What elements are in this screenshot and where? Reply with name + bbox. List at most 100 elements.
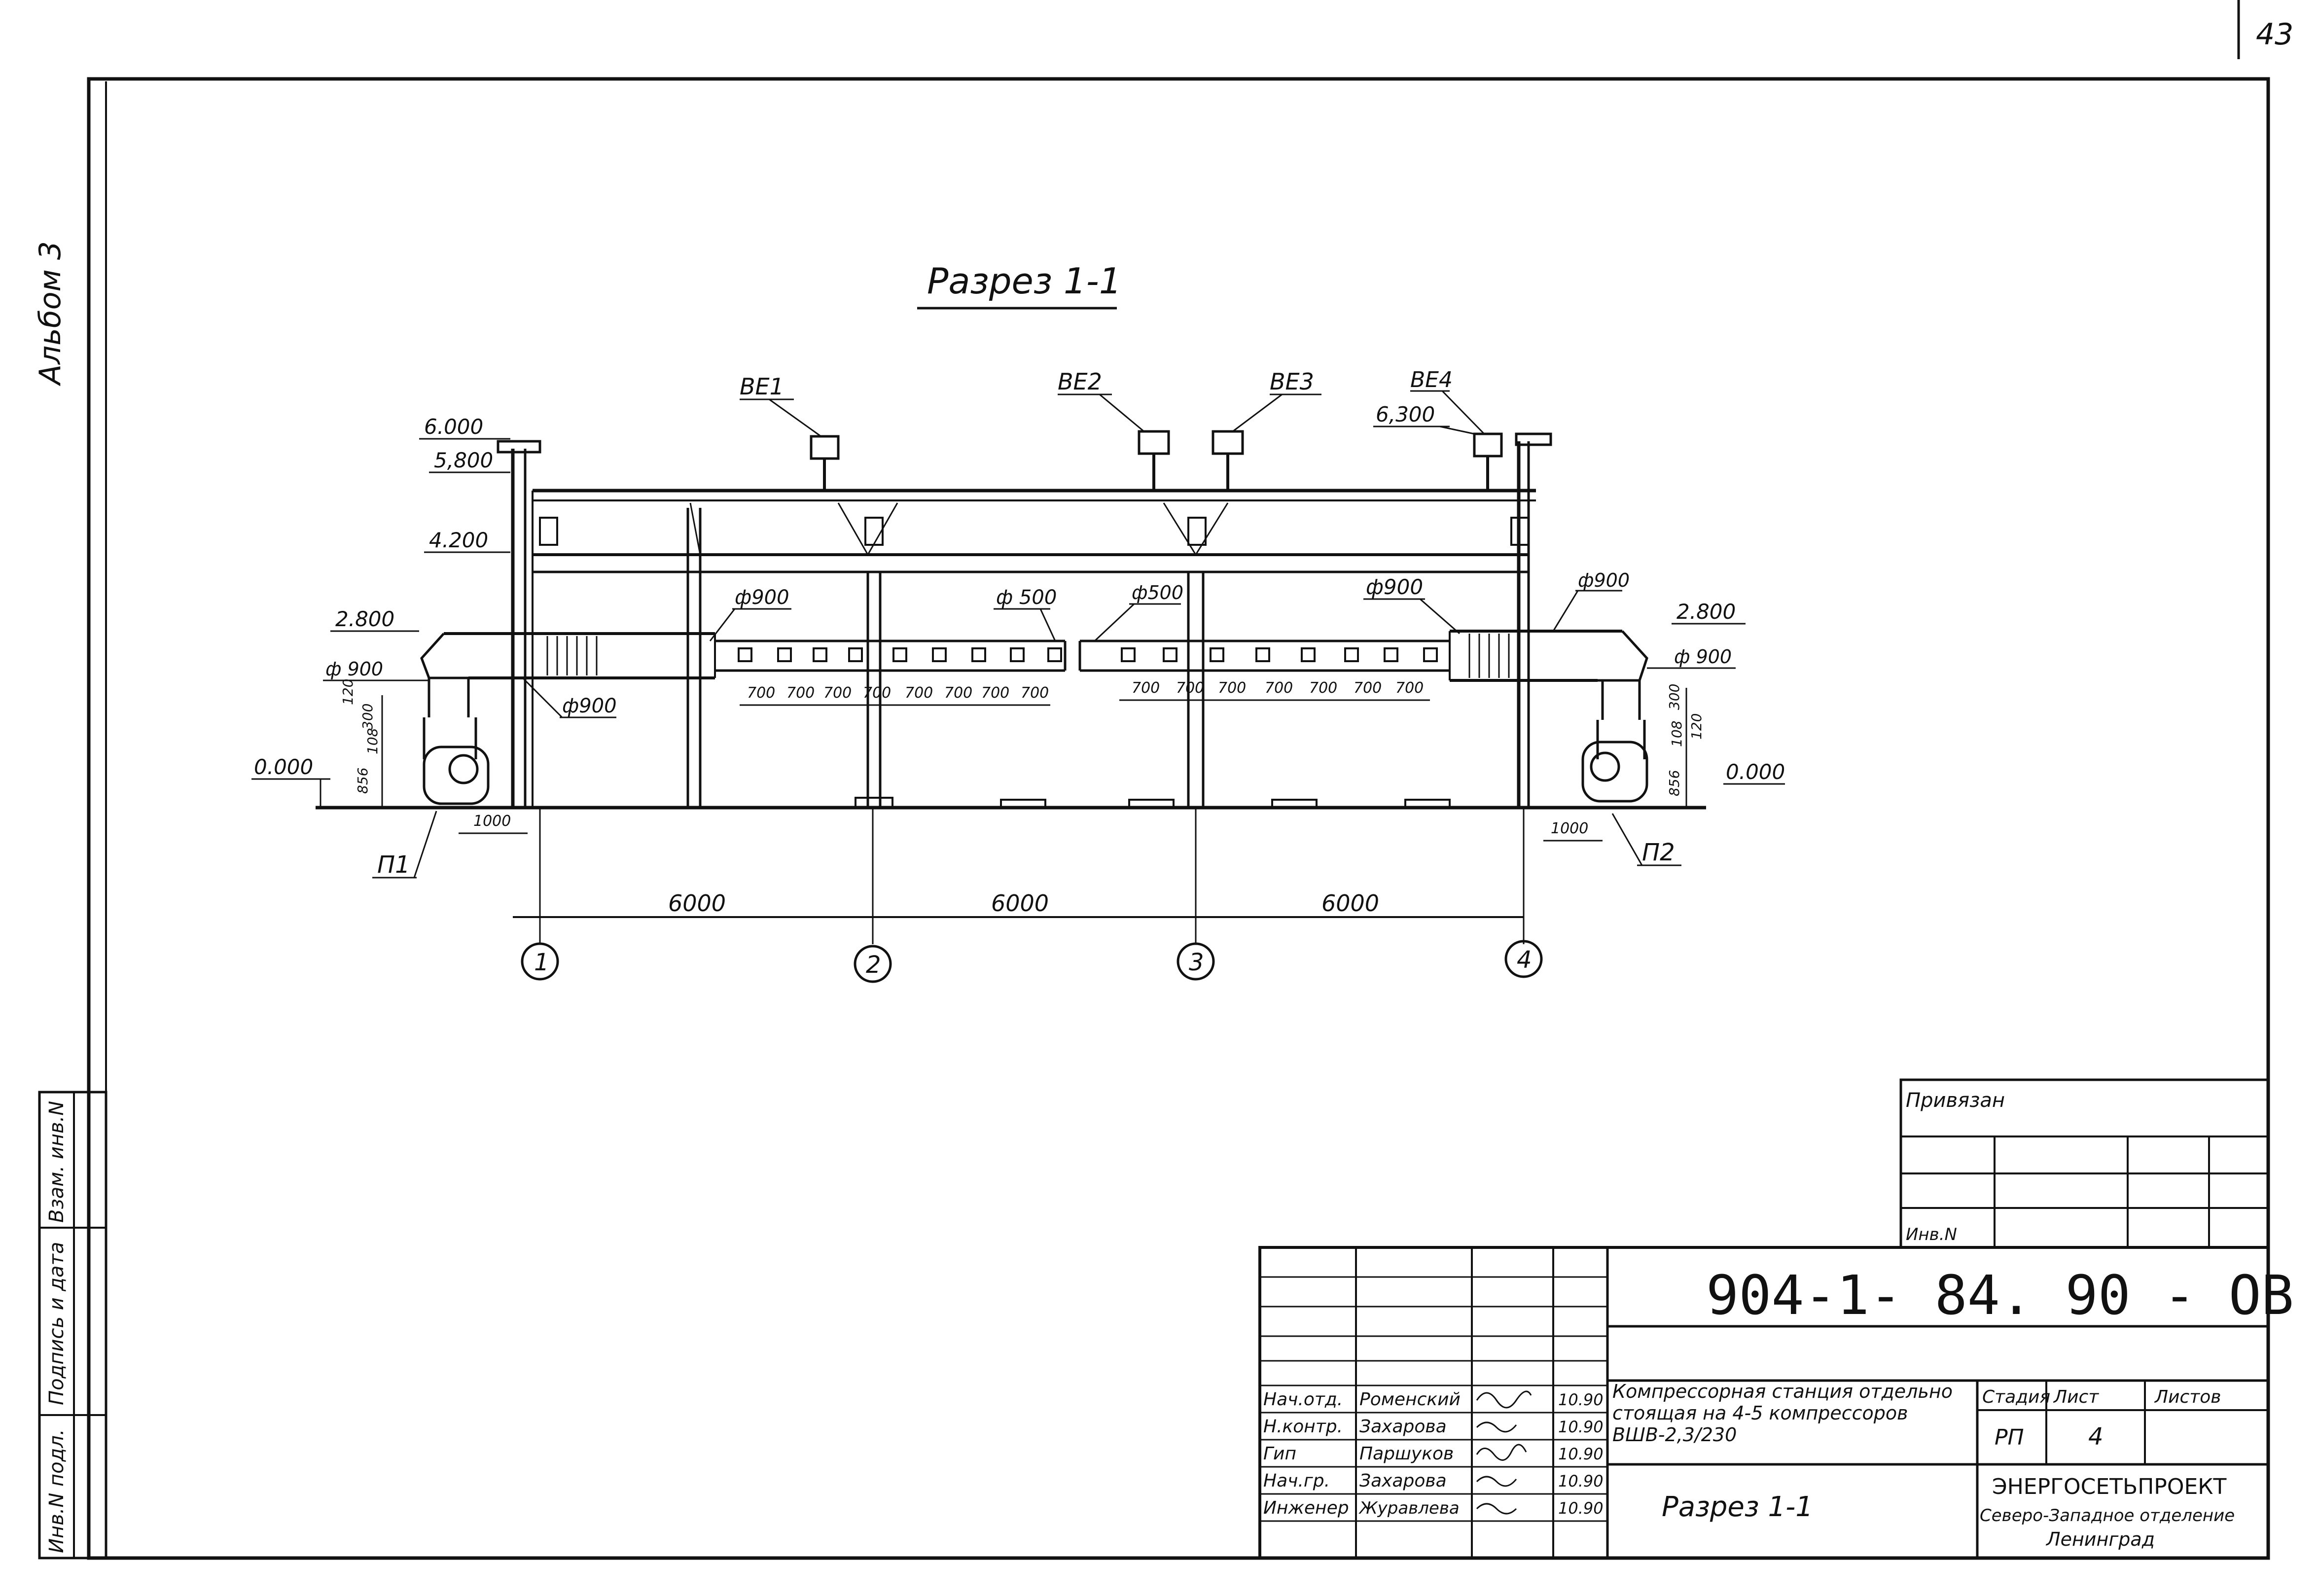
spacing-right-7: 700 — [1395, 679, 1424, 697]
elev-0000-left: 0.000 — [254, 755, 313, 779]
duct-label-900-right-side: ф 900 — [1674, 646, 1732, 668]
span-dim-1: 6000 — [668, 890, 726, 917]
spacing-left-2: 700 — [786, 684, 815, 702]
signature-mark-2 — [1476, 1421, 1517, 1433]
axis-2: 2 — [866, 951, 881, 979]
drawing-frame — [87, 77, 2270, 1560]
stage-value: РП — [1995, 1425, 2024, 1450]
signer-role-4: Нач.гр. — [1263, 1471, 1330, 1491]
spacing-left-7: 700 — [981, 684, 1009, 702]
sheets-header: Листов — [2154, 1387, 2221, 1407]
unit-label-p2: П2 — [1642, 839, 1675, 866]
elev-5800: 5,800 — [434, 448, 493, 472]
vdim-left-4: 856 — [355, 768, 371, 794]
elev-2800-left: 2.800 — [335, 607, 394, 631]
signer-date-5: 10.90 — [1558, 1499, 1604, 1518]
signer-name-1: Роменский — [1359, 1389, 1461, 1410]
span-dim-3: 6000 — [1321, 890, 1379, 917]
building-section — [316, 430, 1706, 810]
spacing-left-6: 700 — [944, 684, 972, 702]
elev-0000-right: 0.000 — [1726, 760, 1785, 784]
axis-1: 1 — [534, 949, 549, 976]
spacing-left-4: 700 — [863, 684, 891, 702]
spacing-right-5: 700 — [1309, 679, 1337, 697]
signer-date-3: 10.90 — [1558, 1445, 1604, 1463]
fan-label-be2: BE2 — [1058, 368, 1102, 395]
signer-name-4: Захарова — [1359, 1471, 1447, 1491]
signer-name-2: Захарова — [1359, 1417, 1447, 1437]
signer-name-3: Паршуков — [1359, 1444, 1454, 1464]
duct-label-500-right: ф500 — [1132, 582, 1183, 603]
stamp-signature-date: Подпись и дата — [45, 1242, 68, 1405]
vdim-right-2: 108 — [1669, 721, 1685, 747]
signature-mark-1 — [1476, 1390, 1532, 1409]
section-title: Разрез 1-1 — [927, 260, 1122, 302]
inv-n-label: Инв.N — [1906, 1225, 1957, 1244]
elevation-marks: 6.000 5,800 4.200 6,300 2.800 2.800 0.00… — [251, 402, 1785, 808]
signer-name-5: Журавлева — [1358, 1498, 1460, 1518]
duct-label-500-left: ф 500 — [996, 586, 1057, 609]
vdim-left-1: 120 — [340, 679, 356, 705]
spacing-left-5: 700 — [905, 684, 933, 702]
vdim-left-3: 108 — [364, 728, 381, 754]
privyazan-label: Привязан — [1906, 1089, 2005, 1112]
dim-left-1000: 1000 — [473, 813, 511, 830]
vdim-left-2: 300 — [359, 704, 376, 730]
org-division: Северо-Западное отделение — [1980, 1506, 2235, 1525]
sheet-title: Разрез 1-1 — [1662, 1491, 1813, 1523]
duct-labels: ф900 ф 500 ф500 ф900 ф 900 ф900 ф900 ф 9… — [323, 569, 1736, 718]
elev-2800-right: 2.800 — [1676, 600, 1736, 624]
sheet-header: Лист — [2053, 1387, 2099, 1407]
signer-role-5: Инженер — [1263, 1498, 1349, 1518]
signer-role-1: Нач.отд. — [1263, 1389, 1343, 1410]
unit-label-p1: П1 — [377, 851, 410, 879]
axis-3: 3 — [1189, 949, 1204, 976]
side-stamp: Инв.N подл. Подпись и дата Взам. инв.N — [38, 1091, 107, 1560]
signer-role-3: Гип — [1263, 1444, 1296, 1464]
signer-role-2: Н.контр. — [1263, 1417, 1343, 1437]
signature-mark-5 — [1476, 1503, 1517, 1515]
elev-6000: 6.000 — [424, 415, 483, 439]
spacing-right-1: 700 — [1132, 679, 1160, 697]
duct-label-900-left-side: ф 900 — [325, 658, 383, 680]
spacing-left-3: 700 — [823, 684, 852, 702]
spacing-left-1: 700 — [747, 684, 775, 702]
fan-label-be3: BE3 — [1270, 368, 1314, 395]
axis-4: 4 — [1517, 946, 1532, 974]
signature-mark-4 — [1476, 1476, 1517, 1487]
duct-label-900-right-top: ф900 — [1578, 569, 1630, 591]
org-name: ЭНЕРГОСЕТЬПРОЕКТ — [1992, 1474, 2226, 1499]
spacing-dimensions: 700 700 700 700 700 700 700 700 700 700 … — [740, 679, 1430, 706]
elev-6300: 6,300 — [1376, 402, 1435, 426]
duct-label-900-left-low: ф900 — [562, 695, 617, 717]
org-city: Ленинград — [2045, 1528, 2155, 1550]
stamp-vzam-inv: Взам. инв.N — [45, 1101, 68, 1223]
sheet-value: 4 — [2088, 1423, 2104, 1451]
spacing-right-4: 700 — [1265, 679, 1293, 697]
unit-labels: П1 П2 — [372, 811, 1681, 879]
fan-label-be4: BE4 — [1410, 367, 1453, 392]
vertical-dimensions: 120 300 108 856 300 108 120 856 — [340, 679, 1705, 809]
span-dim-2: 6000 — [991, 890, 1049, 917]
title-block: Привязан Инв.N Нач.отд. Роменс — [1258, 1078, 2294, 1560]
vdim-right-1: 300 — [1666, 684, 1682, 710]
vdim-right-3: 120 — [1688, 713, 1705, 740]
vdim-right-4: 856 — [1666, 770, 1682, 796]
axis-markers: 1 2 3 4 — [521, 940, 1543, 983]
ductwork — [420, 630, 1648, 805]
project-description: Компрессорная станция отдельно стоящая н… — [1612, 1381, 1953, 1446]
description-wrap: Компрессорная станция отдельно стоящая н… — [1612, 1381, 1953, 1446]
signer-date-1: 10.90 — [1558, 1390, 1604, 1409]
spacing-right-3: 700 — [1218, 679, 1246, 697]
page-number: 43 — [2256, 17, 2293, 52]
duct-label-900-top-left: ф900 — [735, 586, 789, 609]
spacing-right-6: 700 — [1354, 679, 1382, 697]
dim-right-1000: 1000 — [1551, 820, 1588, 837]
signer-date-4: 10.90 — [1558, 1472, 1604, 1490]
document-code: 904-1- 84. 90 - ОВ — [1706, 1264, 2294, 1327]
base-dimensions: 1000 1000 — [459, 813, 1603, 842]
fan-labels: BE1 BE2 BE3 BE4 — [740, 367, 1485, 437]
album-label: Альбом 3 — [33, 241, 68, 387]
spacing-right-2: 700 — [1176, 679, 1204, 697]
fan-label-be1: BE1 — [740, 373, 784, 400]
